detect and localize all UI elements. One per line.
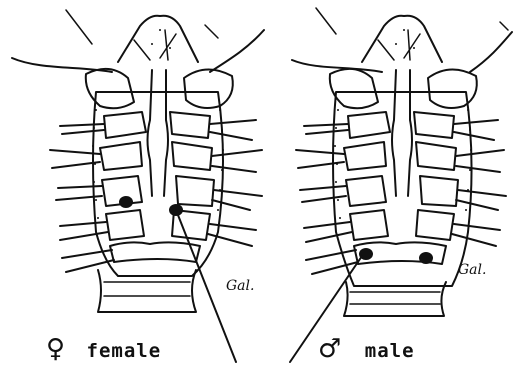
- male-leg-l5: [306, 250, 358, 274]
- female-antenna-tip-left: [66, 10, 92, 44]
- female-leg-base-l4: [106, 210, 144, 240]
- male-rostrum: [362, 16, 442, 62]
- female-leg-l4: [60, 222, 108, 240]
- male-leg-l1: [304, 124, 348, 134]
- female-symbol-icon: ♀: [46, 334, 66, 364]
- male-stipple: [334, 29, 472, 219]
- male-antenna-tip-left: [316, 8, 336, 34]
- male-central-furrow: [392, 70, 412, 196]
- male-leg-r2: [456, 150, 504, 172]
- male-plate-upper-left: [330, 69, 378, 108]
- female-leg-base-r3: [176, 176, 214, 206]
- male-leg-l4: [304, 222, 352, 242]
- female-crab-drawing: [12, 10, 264, 362]
- male-leg-base-r1: [414, 112, 454, 138]
- male-plate-upper-right: [428, 69, 477, 108]
- female-antenna-tip-right: [205, 25, 218, 38]
- male-telson-lines: [350, 292, 440, 304]
- male-leg-base-r4: [416, 210, 454, 240]
- male-rostrum-lines: [378, 30, 420, 60]
- female-leg-base-r2: [172, 142, 212, 170]
- male-leg-base-l3: [346, 176, 386, 206]
- female-leg-l1: [60, 124, 104, 134]
- female-leg-r2: [212, 150, 262, 172]
- female-leg-r1: [210, 120, 256, 140]
- male-caption: ♂ male: [318, 334, 415, 364]
- female-abdomen-segment: [110, 242, 200, 262]
- female-gonopore-left: [119, 196, 133, 208]
- male-body-outline: [333, 92, 472, 286]
- male-leg-base-l1: [348, 112, 390, 138]
- female-antenna-right: [210, 30, 264, 72]
- male-leg-base-r2: [416, 142, 456, 170]
- male-leg-l3: [300, 186, 346, 202]
- male-gonopore-right: [419, 252, 433, 264]
- male-leg-l2: [296, 150, 344, 168]
- male-telson: [344, 282, 446, 316]
- male-antenna-tip-right: [500, 22, 508, 30]
- female-telson-lines: [104, 282, 190, 296]
- female-rostrum-lines: [134, 30, 176, 60]
- female-leg-l5: [62, 250, 114, 272]
- female-leg-l3: [56, 186, 102, 200]
- male-leg-r1: [454, 120, 498, 140]
- male-antenna-right: [470, 32, 512, 72]
- male-leg-base-r3: [420, 176, 458, 206]
- female-plate-upper-left: [86, 69, 134, 108]
- female-body-outline: [93, 92, 223, 276]
- female-leg-r3: [212, 190, 262, 210]
- female-label: female: [87, 340, 162, 362]
- female-leg-base-l2: [100, 142, 142, 170]
- female-signature: Gal.: [226, 278, 254, 294]
- female-plate-upper-right: [184, 69, 233, 108]
- female-leg-base-l1: [104, 112, 146, 138]
- female-rostrum: [118, 16, 198, 62]
- female-central-furrow: [148, 70, 169, 196]
- male-label: male: [365, 340, 415, 362]
- female-stipple: [92, 29, 224, 219]
- female-caption: ♀ female: [46, 334, 161, 364]
- male-crab-drawing: [290, 8, 512, 362]
- male-leg-base-l2: [344, 142, 386, 170]
- male-leg-r4: [452, 224, 500, 246]
- female-leg-base-r1: [170, 112, 210, 138]
- male-leg-base-l4: [350, 210, 388, 240]
- male-signature: Gal.: [458, 262, 486, 278]
- male-leg-r3: [456, 190, 506, 210]
- male-symbol-icon: ♂: [318, 334, 342, 364]
